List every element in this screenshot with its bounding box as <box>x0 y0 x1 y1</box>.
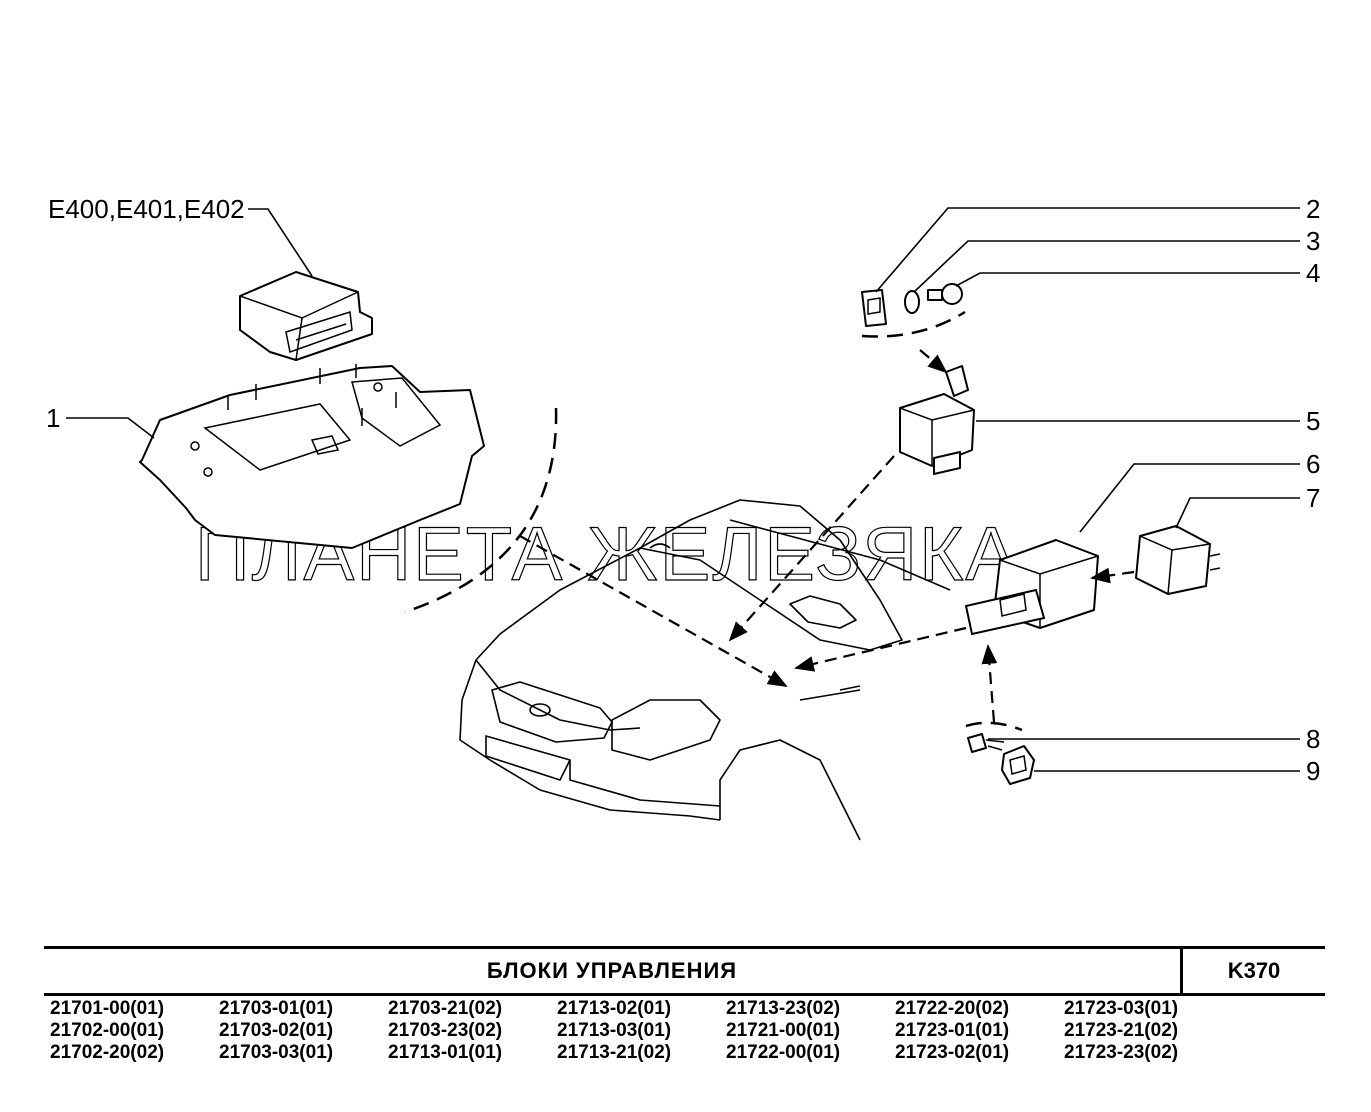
screw-part <box>927 283 963 305</box>
model-code: 21713-21(02) <box>557 1042 672 1063</box>
model-code: 21722-00(01) <box>726 1042 841 1063</box>
car-outline <box>459 499 951 841</box>
model-code: 21723-02(01) <box>895 1042 1010 1063</box>
model-code: 21713-03(01) <box>557 1020 672 1041</box>
ecu-label: E400,E401,E402 <box>48 194 245 224</box>
callout-9: 9 <box>1306 756 1320 786</box>
model-code: 21702-00(01) <box>50 1020 165 1041</box>
section-title: БЛОКИ УПРАВЛЕНИЯ <box>44 949 1183 993</box>
section-code: K370 <box>1227 958 1281 983</box>
model-code: 21713-23(02) <box>726 998 841 1019</box>
model-code: 21721-00(01) <box>726 1020 841 1041</box>
callout-1: 1 <box>46 403 60 433</box>
model-code: 21703-01(01) <box>219 998 334 1019</box>
title-block: БЛОКИ УПРАВЛЕНИЯ K370 21701-00(01) 21703… <box>44 946 1325 1064</box>
model-code: 21723-01(01) <box>895 1020 1010 1041</box>
bolt-part <box>967 733 1005 753</box>
separator-arc <box>404 407 558 614</box>
model-code: 21703-21(02) <box>388 998 503 1019</box>
model-code: 21723-21(02) <box>1064 1020 1179 1041</box>
model-code: 21722-20(02) <box>895 998 1010 1019</box>
arrow-relay5 <box>728 455 895 642</box>
model-code: 21703-23(02) <box>388 1020 503 1041</box>
callout-6: 6 <box>1306 449 1320 479</box>
clip-part <box>861 289 887 327</box>
bracket-plate <box>139 364 485 549</box>
callout-2: 2 <box>1306 194 1320 224</box>
ecu-module <box>239 271 373 361</box>
model-code: 21701-00(01) <box>50 998 165 1019</box>
model-code: 21702-20(02) <box>50 1042 165 1063</box>
model-code: 21703-03(01) <box>219 1042 334 1063</box>
model-code: 21713-02(01) <box>557 998 672 1019</box>
nut-part <box>1001 745 1035 785</box>
arrow-relay6 <box>794 626 967 672</box>
parts-diagram: ПЛАНЕТА ЖЕЛЕЗЯКА <box>46 194 1320 841</box>
washer-part <box>904 290 920 314</box>
model-code: 21723-23(02) <box>1064 1042 1179 1063</box>
title-row: БЛОКИ УПРАВЛЕНИЯ K370 <box>44 946 1325 996</box>
model-codes: 21701-00(01) 21703-01(01) 21703-21(02) 2… <box>44 996 1325 1064</box>
arrow-bracket <box>519 535 788 687</box>
relay-6 <box>965 539 1099 635</box>
callout-8: 8 <box>1306 724 1320 754</box>
model-code: 21713-01(01) <box>388 1042 503 1063</box>
model-code: 21723-03(01) <box>1064 998 1179 1019</box>
callout-7: 7 <box>1306 483 1320 513</box>
callout-5: 5 <box>1306 406 1320 436</box>
callout-3: 3 <box>1306 226 1320 256</box>
callout-4: 4 <box>1306 258 1320 288</box>
model-code: 21703-02(01) <box>219 1020 334 1041</box>
relay-7 <box>1135 525 1221 595</box>
relay-5 <box>899 365 975 475</box>
